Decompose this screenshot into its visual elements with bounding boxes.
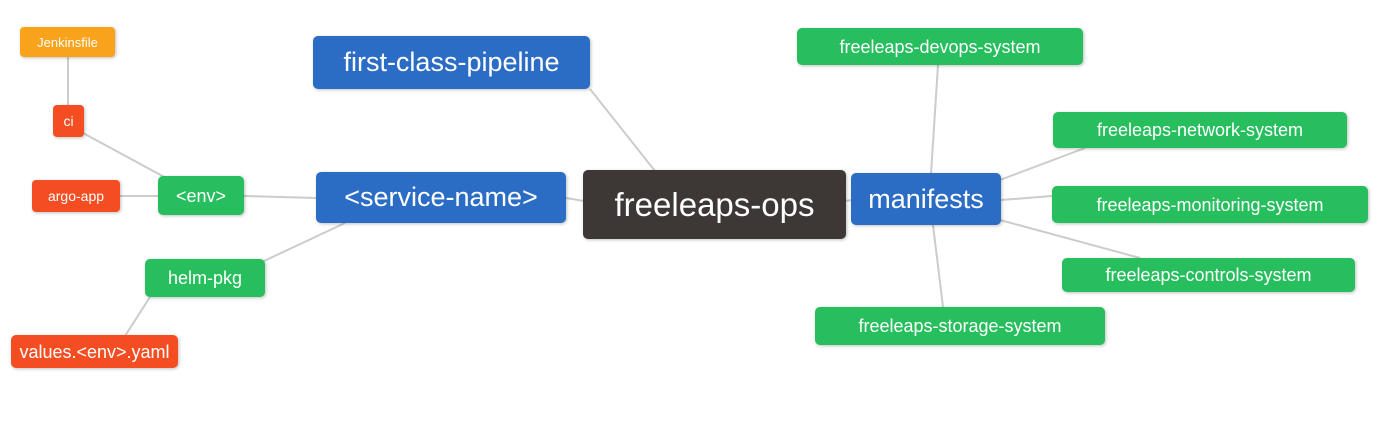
node-freeleaps-ops-root[interactable]: freeleaps-ops — [583, 170, 846, 239]
edge-manifests-devops — [930, 64, 939, 175]
node-service-name[interactable]: <service-name> — [316, 172, 566, 223]
edge-env-servicename — [243, 195, 317, 199]
edge-root-manifests — [844, 199, 853, 202]
node-manifests[interactable]: manifests — [851, 173, 1001, 225]
edge-servicename-helmpkg — [263, 222, 346, 262]
node-monitoring-system[interactable]: freeleaps-monitoring-system — [1052, 186, 1368, 223]
node-network-system[interactable]: freeleaps-network-system — [1053, 112, 1347, 148]
node-values-env-yaml[interactable]: values.<env>.yaml — [11, 335, 178, 368]
edge-manifests-storage — [932, 224, 944, 308]
edge-manifests-network — [999, 147, 1086, 181]
node-helm-pkg[interactable]: helm-pkg — [145, 259, 265, 297]
edge-manifests-monitoring — [1000, 195, 1053, 201]
edge-ci-env — [82, 132, 169, 180]
edge-servicename-root — [565, 197, 585, 202]
node-env[interactable]: <env> — [158, 176, 244, 215]
node-storage-system[interactable]: freeleaps-storage-system — [815, 307, 1105, 345]
edge-helmpkg-values — [124, 296, 151, 337]
node-devops-system[interactable]: freeleaps-devops-system — [797, 28, 1083, 65]
node-first-class-pipeline[interactable]: first-class-pipeline — [313, 36, 590, 89]
edge-manifests-controls — [999, 219, 1141, 259]
node-controls-system[interactable]: freeleaps-controls-system — [1062, 258, 1355, 292]
node-jenkinsfile[interactable]: Jenkinsfile — [20, 27, 115, 57]
node-argo-app[interactable]: argo-app — [32, 180, 120, 212]
node-ci[interactable]: ci — [53, 105, 84, 137]
edge-pipeline-root — [589, 88, 656, 172]
